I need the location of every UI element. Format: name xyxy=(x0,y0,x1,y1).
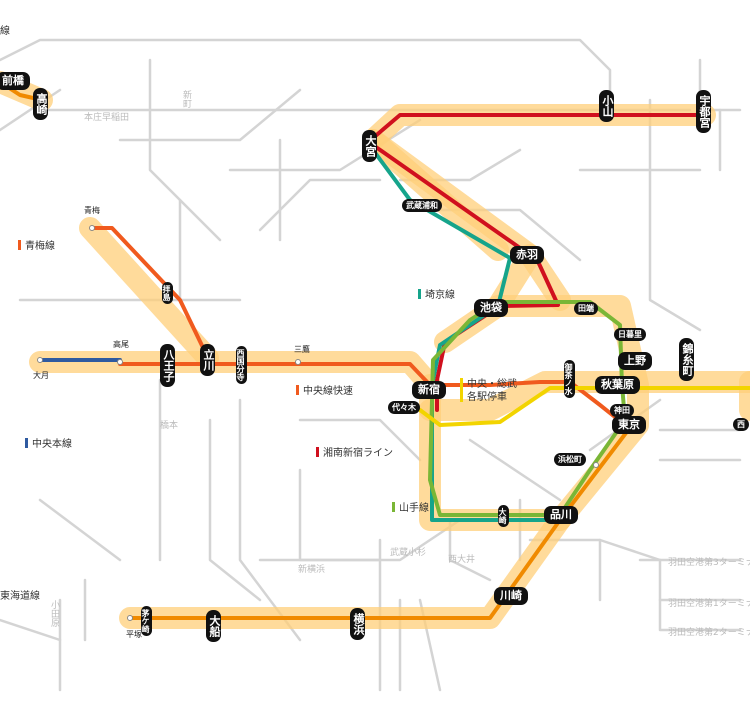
grey-label-shin-yokohama: 新横浜 xyxy=(298,565,326,575)
grey-label-nishioi: 西大井 xyxy=(448,555,476,565)
grey-label-honjo: 本庄早稲田 xyxy=(84,113,130,123)
station-akihabara[interactable]: 秋葉原 xyxy=(595,376,640,394)
grey-label-hashimoto: 橋本 xyxy=(160,421,179,431)
station-hachioji[interactable]: 八王子 xyxy=(160,344,175,387)
station-musashi-urawa[interactable]: 武蔵浦和 xyxy=(402,199,442,212)
station-osaki[interactable]: 大崎 xyxy=(498,505,509,527)
legend-yamanote: 山手線 xyxy=(392,499,429,514)
legend-shonan: 湘南新宿ライン xyxy=(316,444,393,459)
label-mitaka: 三鷹 xyxy=(294,345,310,354)
label-takao: 高尾 xyxy=(113,340,129,349)
stop-markers xyxy=(37,225,599,621)
station-nippori[interactable]: 日暮里 xyxy=(614,328,646,341)
grey-label-shinmachi: 新町 xyxy=(181,90,191,108)
station-yoyogi[interactable]: 代々木 xyxy=(388,401,420,414)
station-ueno[interactable]: 上野 xyxy=(618,352,652,370)
grey-label-musashi-kosugi: 武蔵小杉 xyxy=(390,548,427,558)
station-chigasaki[interactable]: 茅ケ崎 xyxy=(141,606,152,636)
grey-label-haneda1: 羽田空港第1ターミナル xyxy=(668,599,750,609)
station-utsunomiya[interactable]: 宇都宮 xyxy=(696,90,711,133)
station-omiya[interactable]: 大宮 xyxy=(362,130,377,162)
grey-label-odawara: 小田原 xyxy=(49,600,59,627)
station-nishi[interactable]: 西 xyxy=(733,418,749,431)
legend-chuo-rapid: 中央線快速 xyxy=(296,382,353,397)
station-haijima[interactable]: 拝島 xyxy=(162,282,173,304)
station-oyama[interactable]: 小山 xyxy=(599,90,614,122)
tokaido-line xyxy=(128,423,634,620)
station-nishikokubunji[interactable]: 西国分寺 xyxy=(236,346,247,384)
legend-chuo-sobu: 中央・総武 各駅停車 xyxy=(460,378,517,404)
station-ofuna[interactable]: 大船 xyxy=(206,610,221,642)
station-shinagawa[interactable]: 品川 xyxy=(544,506,578,524)
station-tachikawa[interactable]: 立川 xyxy=(200,344,215,376)
top-corner-label: 線 xyxy=(0,26,10,37)
grey-label-haneda3: 羽田空港第3ターミナル xyxy=(668,558,750,568)
ome-line xyxy=(90,226,210,360)
station-kawasaki[interactable]: 川崎 xyxy=(494,587,528,605)
station-kinshicho[interactable]: 錦糸町 xyxy=(679,338,694,381)
station-maebashi[interactable]: 前橋 xyxy=(0,72,30,90)
label-hiratsuka: 平塚 xyxy=(126,630,142,639)
legend-ome: 青梅線 xyxy=(18,237,55,252)
label-ome: 青梅 xyxy=(84,206,100,215)
label-otsuki: 大月 xyxy=(33,371,49,380)
station-ikebukuro[interactable]: 池袋 xyxy=(474,299,508,317)
legend-saikyo: 埼京線 xyxy=(418,286,455,301)
legend-chuo-main: 中央本線 xyxy=(25,435,72,450)
station-yokohama[interactable]: 横浜 xyxy=(350,608,365,640)
yamanote-line xyxy=(428,300,627,517)
route-glow xyxy=(0,71,750,629)
chuo-rapid-line xyxy=(118,362,627,427)
legend-tokaido: 東海道線 xyxy=(0,591,40,602)
station-kanda[interactable]: 神田 xyxy=(610,404,634,417)
grey-label-haneda2: 羽田空港第2ターミナル xyxy=(668,628,750,638)
station-akabane[interactable]: 赤羽 xyxy=(510,246,544,264)
station-hamamatsucho[interactable]: 浜松町 xyxy=(554,453,586,466)
station-shinjuku[interactable]: 新宿 xyxy=(412,381,446,399)
station-ochanomizu[interactable]: 御茶ノ水 xyxy=(564,360,575,398)
station-takasaki[interactable]: 高崎 xyxy=(33,88,48,120)
station-tokyo[interactable]: 東京 xyxy=(612,416,646,434)
station-tabata[interactable]: 田端 xyxy=(574,302,598,315)
